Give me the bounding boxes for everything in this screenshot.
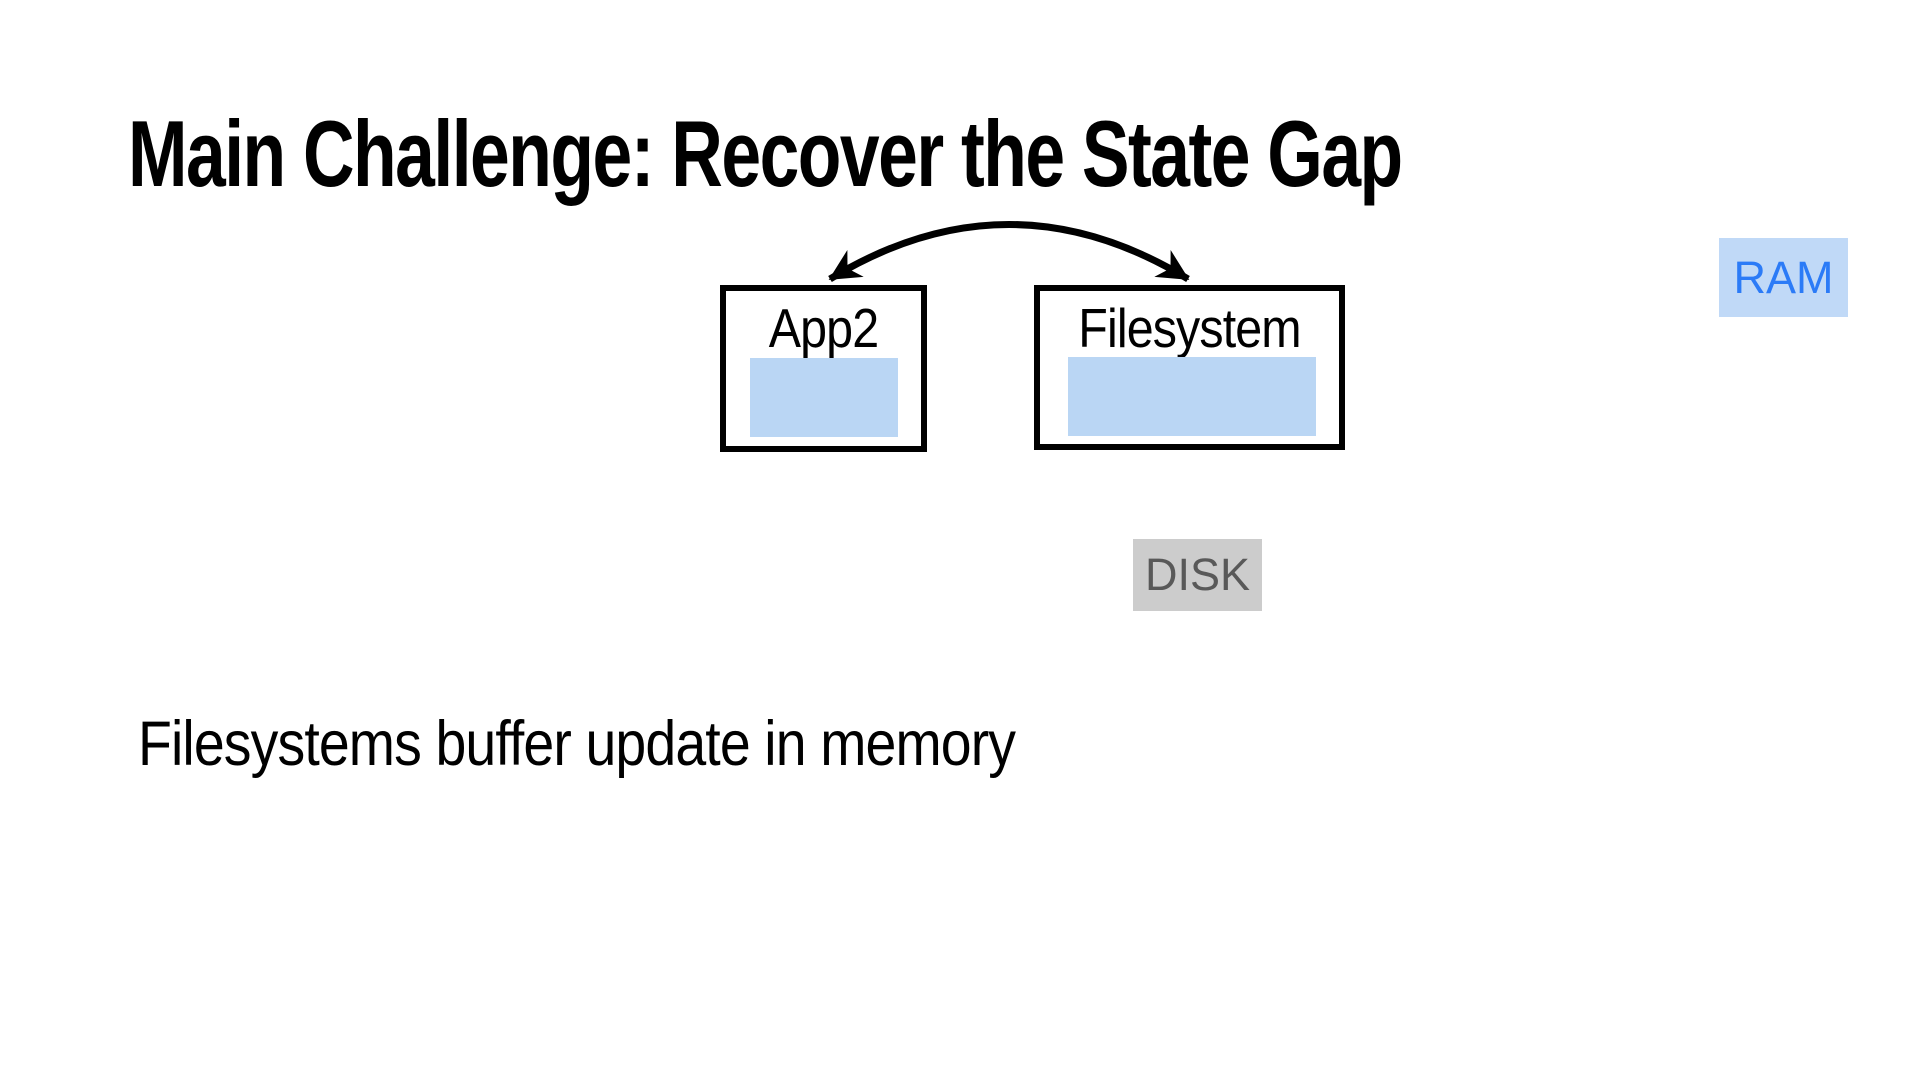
filesystem-box: Filesystem <box>1034 285 1345 450</box>
filesystem-memory-buffer <box>1068 357 1316 436</box>
slide-caption: Filesystems buffer update in memory <box>138 709 1016 779</box>
filesystem-box-label: Filesystem <box>1078 297 1301 359</box>
app2-box: App2 <box>720 285 927 452</box>
app2-box-label: App2 <box>768 297 879 359</box>
arrow-curve <box>828 221 1190 282</box>
app2-memory-buffer <box>750 358 898 437</box>
slide-title: Main Challenge: Recover the State Gap <box>128 101 1403 206</box>
disk-badge: DISK <box>1133 539 1262 611</box>
ram-badge: RAM <box>1719 238 1848 317</box>
